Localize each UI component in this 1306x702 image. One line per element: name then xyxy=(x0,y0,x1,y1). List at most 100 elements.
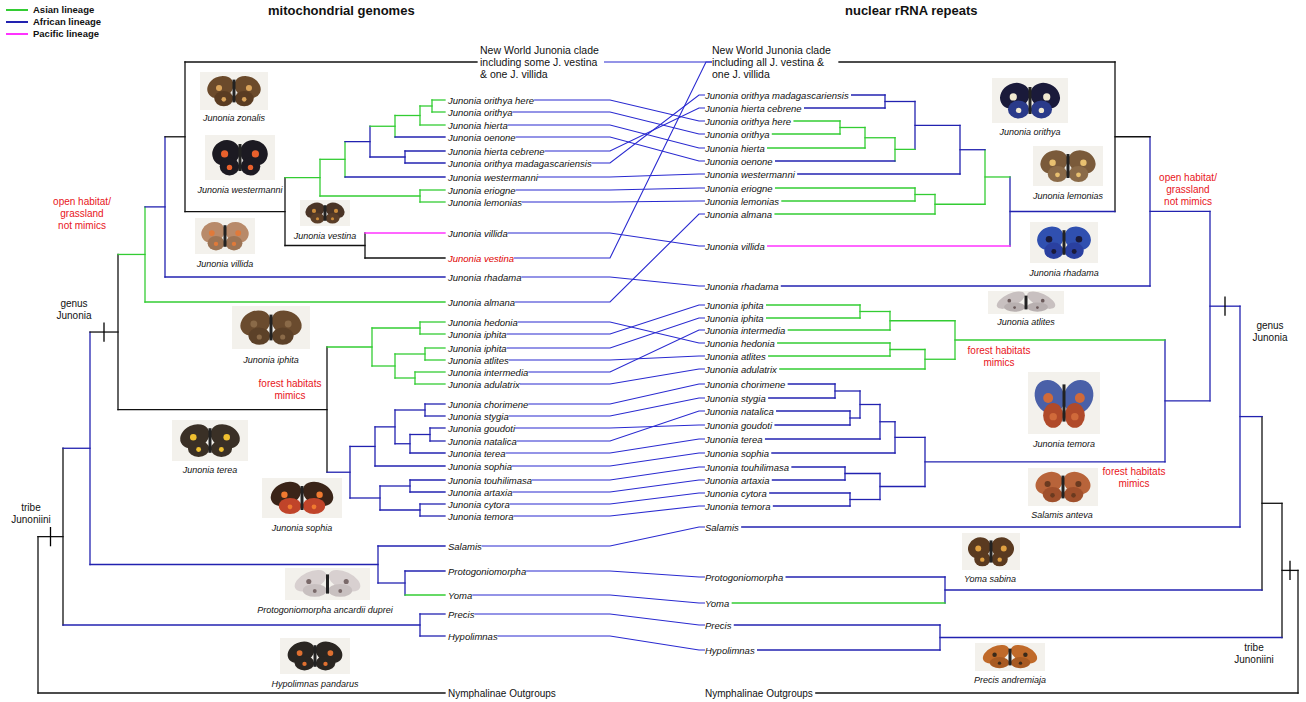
clade-tick xyxy=(1289,561,1290,579)
taxon-name: Junonia lemonias xyxy=(448,197,522,208)
taxon-name: Junonia intermedia xyxy=(705,325,785,336)
tree-branch xyxy=(404,571,405,595)
wing-spot xyxy=(242,97,247,102)
taxon-label: Protogoniomorpha xyxy=(705,572,783,583)
tree-branch xyxy=(184,62,185,212)
tree-branch xyxy=(879,405,880,440)
wing-spot xyxy=(222,97,227,102)
tree-branch xyxy=(940,637,1282,638)
butterfly-body xyxy=(326,574,329,593)
taxon-name: Junonia oenone xyxy=(448,132,516,143)
photo-caption: Junonia vestina xyxy=(293,231,358,241)
taxon-name: Hypolimnas xyxy=(448,631,498,642)
tree-branch xyxy=(773,505,850,506)
hindwing xyxy=(1008,101,1029,119)
tree-branch xyxy=(394,116,395,138)
wing-spot xyxy=(1045,481,1051,487)
taxon-label: Junonia hierta cebrene xyxy=(448,146,545,157)
legend-swatch xyxy=(6,33,28,35)
tree-branch xyxy=(781,285,1150,286)
wing-spot xyxy=(998,661,1001,664)
habitat-note: forest habitats mimics xyxy=(256,378,324,402)
taxon-name: Protogoniomorpha xyxy=(705,572,783,583)
butterfly-body xyxy=(324,205,327,221)
tree-branch xyxy=(410,479,445,480)
taxon-label: Junonia hierta xyxy=(705,143,765,154)
butterfly-photo xyxy=(195,218,255,254)
tree-branch xyxy=(1262,503,1282,504)
tree-branch xyxy=(844,467,845,480)
taxon-label: Junonia stygia xyxy=(705,393,766,404)
tree-branch xyxy=(884,95,885,108)
taxon-link xyxy=(515,425,705,428)
wing-spot xyxy=(1072,249,1077,254)
wing-spot xyxy=(1075,393,1085,403)
taxon-label: Junonia iphita xyxy=(705,300,764,311)
tree-branch xyxy=(425,359,445,360)
tree-branch xyxy=(410,452,445,453)
taxon-label: Junonia goudoti xyxy=(448,423,515,434)
taxon-link xyxy=(482,527,705,546)
taxon-name: Junonia orithya madagascariensis xyxy=(705,90,849,101)
taxon-link xyxy=(517,411,705,441)
butterfly-body xyxy=(1063,384,1066,421)
taxon-link xyxy=(592,95,705,163)
tree-branch xyxy=(415,383,445,384)
hindwing xyxy=(279,498,301,514)
photo-ground xyxy=(232,306,310,349)
taxon-label: Junonia hedonia xyxy=(705,338,775,349)
taxon-label: Junonia westermanni xyxy=(448,172,538,183)
label-text: open habitat/ grassland not mimics xyxy=(1158,172,1218,208)
photo-ground xyxy=(1030,222,1098,263)
taxon-name: Junonia almana xyxy=(448,297,515,308)
legend-swatch xyxy=(6,9,28,11)
hindwing xyxy=(248,328,270,345)
taxon-label: Junonia iphita xyxy=(448,329,507,340)
tree-branch xyxy=(924,437,925,486)
tree-branch xyxy=(395,136,445,137)
wing-spot xyxy=(1039,108,1044,113)
tree-branch xyxy=(850,499,880,500)
tree-branch xyxy=(944,577,945,603)
wing-spot xyxy=(1071,413,1078,420)
taxon-label: Junonia orithya madagascariensis xyxy=(705,90,849,101)
clade-name: genus Junonia xyxy=(50,298,98,322)
photo-ground xyxy=(280,638,350,674)
forewing xyxy=(994,288,1027,313)
taxon-name: Salamis xyxy=(705,522,739,533)
taxon-name: Junonia hierta xyxy=(705,143,765,154)
tree-branch xyxy=(420,635,445,636)
butterfly-photo xyxy=(988,288,1064,314)
tree-branch xyxy=(1165,400,1210,401)
tree-branch xyxy=(895,437,925,438)
tree-branch xyxy=(889,312,890,331)
tree-branch xyxy=(880,486,925,487)
legend-text: Asian lineage xyxy=(33,4,94,15)
taxon-link xyxy=(512,480,705,492)
wing-spot xyxy=(1019,661,1022,664)
photo-caption: Junonia iphita xyxy=(242,355,300,365)
taxon-label: Junonia lemonias xyxy=(448,197,522,208)
wing-spot xyxy=(1010,93,1017,100)
legend-text: Pacific lineage xyxy=(33,28,99,39)
label-text: Junonia iphita xyxy=(243,355,299,365)
taxon-name: Junonia iphita xyxy=(705,313,764,324)
wing-spot xyxy=(1007,299,1011,303)
taxon-name: Junonia natalica xyxy=(705,406,774,417)
tree-branch xyxy=(420,124,445,125)
wing-spot xyxy=(196,447,201,452)
forewing xyxy=(291,565,329,596)
taxon-link xyxy=(506,439,705,453)
tree-branch xyxy=(420,613,445,614)
tree-branch xyxy=(404,151,405,163)
butterfly-body xyxy=(1029,87,1032,114)
tree-branch xyxy=(380,485,410,486)
tree-branch xyxy=(1209,211,1210,401)
tree-branch xyxy=(805,107,885,108)
wing-spot xyxy=(1046,236,1053,243)
hindwing xyxy=(1011,657,1031,668)
taxon-label: Junonia orithya here xyxy=(448,95,534,106)
taxon-name: Junonia goudoti xyxy=(705,420,772,431)
hindwing xyxy=(208,236,225,250)
tree-branch xyxy=(1281,503,1282,637)
